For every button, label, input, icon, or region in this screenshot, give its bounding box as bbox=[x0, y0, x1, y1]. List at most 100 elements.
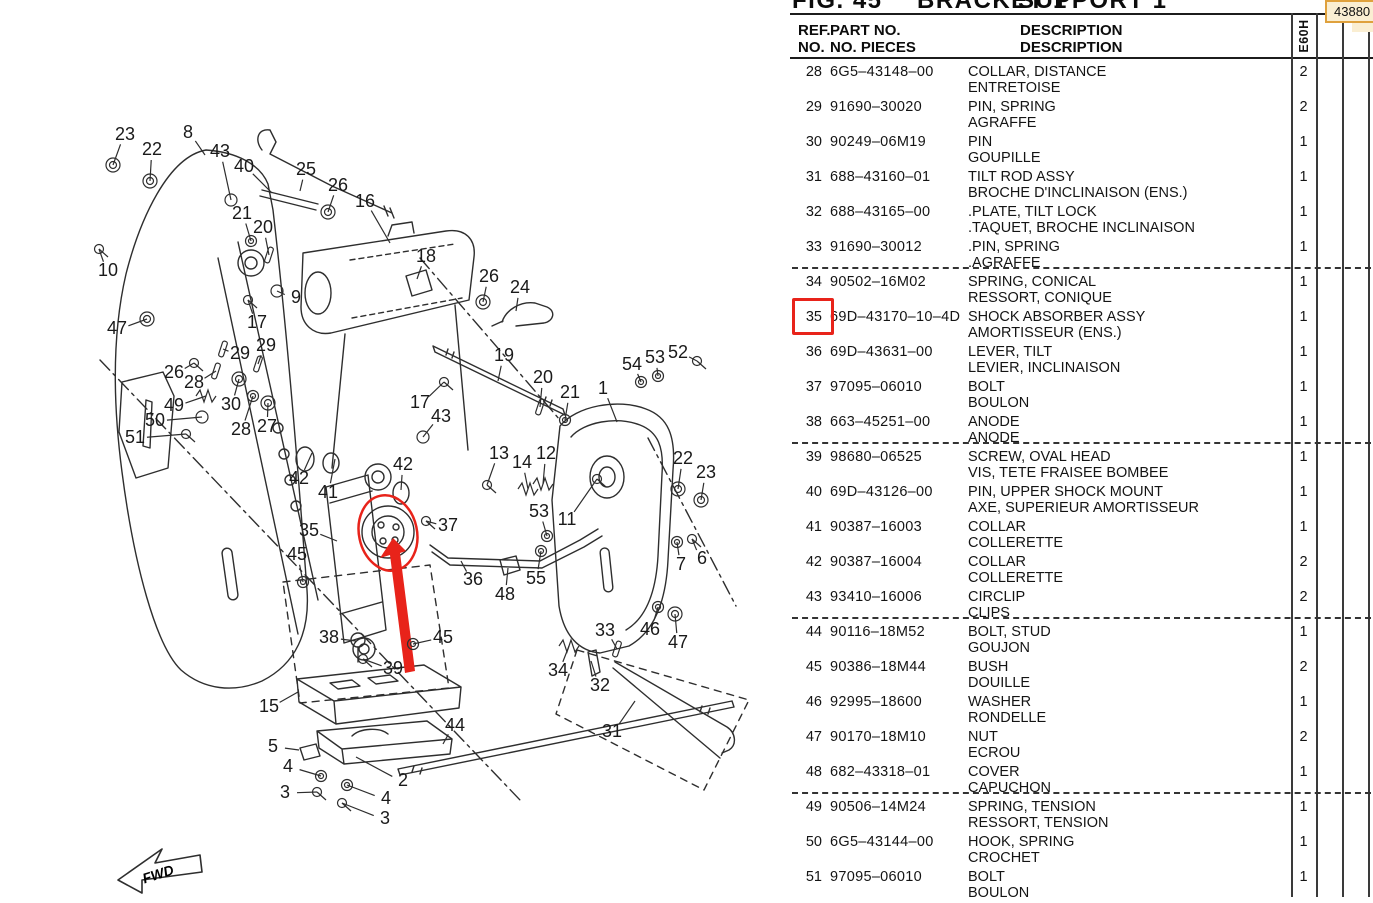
description-cell: .PIN, SPRING bbox=[968, 239, 1060, 255]
callout-37: 37 bbox=[438, 515, 458, 535]
callout-17: 17 bbox=[410, 392, 430, 412]
callout-10: 10 bbox=[98, 260, 118, 280]
qty-cell: 1 bbox=[1299, 624, 1308, 640]
callout-14: 14 bbox=[512, 452, 532, 472]
model-column-header: E60H bbox=[1291, 13, 1316, 58]
description-fr-cell: ECROU bbox=[968, 745, 1021, 761]
callout-2: 2 bbox=[398, 770, 408, 790]
qty-cell: 1 bbox=[1299, 204, 1308, 220]
ref-no-cell: 51 bbox=[805, 869, 822, 885]
ref-no-cell: 30 bbox=[805, 134, 822, 150]
page-code-note: 43880 bbox=[1325, 0, 1373, 23]
description-cell: PIN, SPRING bbox=[968, 99, 1056, 115]
description-fr-cell: LEVIER, INCLINAISON bbox=[968, 360, 1121, 376]
callout-29: 29 bbox=[230, 343, 250, 363]
header-desc-2: DESCRIPTION bbox=[1020, 39, 1123, 56]
part-no-cell: 69D–43126–00 bbox=[830, 484, 933, 500]
description-cell: PIN, UPPER SHOCK MOUNT bbox=[968, 484, 1163, 500]
callout-4: 4 bbox=[283, 756, 293, 776]
qty-cell: 2 bbox=[1299, 589, 1308, 605]
qty-cell: 1 bbox=[1299, 799, 1308, 815]
part-no-cell: 90506–14M24 bbox=[830, 799, 927, 815]
empty-column-line-2 bbox=[1342, 13, 1344, 897]
description-cell: ANODE bbox=[968, 414, 1020, 430]
highlight-arrow-part-35 bbox=[380, 538, 415, 673]
qty-cell: 2 bbox=[1299, 659, 1308, 675]
ref-no-cell: 48 bbox=[805, 764, 822, 780]
part-no-cell: 91690–30012 bbox=[830, 239, 923, 255]
qty-cell: 1 bbox=[1299, 344, 1308, 360]
dashed-group-separator bbox=[792, 617, 1371, 619]
callout-29: 29 bbox=[256, 335, 276, 355]
empty-column-line-3 bbox=[1368, 13, 1370, 897]
callout-15: 15 bbox=[259, 696, 279, 716]
dashed-group-separator bbox=[792, 267, 1371, 269]
callout-53: 53 bbox=[529, 501, 549, 521]
description-cell: TILT ROD ASSY bbox=[968, 169, 1075, 185]
qty-cell: 1 bbox=[1299, 484, 1308, 500]
callout-18: 18 bbox=[416, 246, 436, 266]
callout-1: 1 bbox=[598, 378, 608, 398]
description-cell: BOLT, STUD bbox=[968, 624, 1051, 640]
qty-cell: 1 bbox=[1299, 239, 1308, 255]
callout-4: 4 bbox=[381, 788, 391, 808]
description-fr-cell: .TAQUET, BROCHE INCLINAISON bbox=[968, 220, 1195, 236]
callout-26: 26 bbox=[164, 362, 184, 382]
callout-38: 38 bbox=[319, 627, 339, 647]
qty-cell: 1 bbox=[1299, 869, 1308, 885]
callout-47: 47 bbox=[107, 318, 127, 338]
page-code: 43880 bbox=[1334, 4, 1371, 19]
ref-no-cell: 50 bbox=[805, 834, 822, 850]
ref-no-cell: 33 bbox=[805, 239, 822, 255]
highlight-box-ref-35 bbox=[792, 298, 834, 335]
part-no-cell: 69D–43170–10–4D bbox=[830, 309, 961, 325]
shock-absorber-outline bbox=[325, 474, 387, 644]
ref-no-cell: 49 bbox=[805, 799, 822, 815]
description-fr-cell: CAPUCHON bbox=[968, 780, 1051, 796]
description-fr-cell: GOUPILLE bbox=[968, 150, 1041, 166]
callout-43: 43 bbox=[431, 406, 451, 426]
callout-23: 23 bbox=[696, 462, 716, 482]
ref-no-cell: 35 bbox=[805, 309, 822, 325]
qty-cell: 1 bbox=[1299, 134, 1308, 150]
dashed-group-separator bbox=[792, 792, 1371, 794]
header-part-2: NO. PIECES bbox=[830, 39, 916, 56]
qty-cell: 1 bbox=[1299, 764, 1308, 780]
part-no-cell: 688–43160–01 bbox=[830, 169, 931, 185]
description-fr-cell: AGRAFFE bbox=[968, 115, 1037, 131]
header-ref-2: NO. bbox=[798, 39, 825, 56]
figure-name: BRACKET 1 bbox=[917, 0, 1068, 14]
ref-no-cell: 32 bbox=[805, 204, 822, 220]
description-cell: PIN bbox=[968, 134, 993, 150]
callout-22: 22 bbox=[142, 139, 162, 159]
callout-49: 49 bbox=[164, 395, 184, 415]
empty-column-line-1 bbox=[1316, 13, 1318, 897]
part-no-cell: 90387–16003 bbox=[830, 519, 923, 535]
callout-34: 34 bbox=[548, 660, 568, 680]
description-cell: HOOK, SPRING bbox=[968, 834, 1075, 850]
part-no-cell: 97095–06010 bbox=[830, 869, 923, 885]
qty-cell: 1 bbox=[1299, 449, 1308, 465]
callout-27: 27 bbox=[257, 416, 277, 436]
ref-no-cell: 40 bbox=[805, 484, 822, 500]
callout-26: 26 bbox=[328, 175, 348, 195]
callout-20: 20 bbox=[253, 217, 273, 237]
callout-55: 55 bbox=[526, 568, 546, 588]
callout-19: 19 bbox=[494, 345, 514, 365]
description-fr-cell: BOULON bbox=[968, 885, 1030, 901]
ref-no-cell: 29 bbox=[805, 99, 822, 115]
description-fr-cell: COLLERETTE bbox=[968, 535, 1064, 551]
callout-48: 48 bbox=[495, 584, 515, 604]
ref-no-cell: 28 bbox=[805, 64, 822, 80]
qty-cell: 1 bbox=[1299, 694, 1308, 710]
callout-41: 41 bbox=[318, 482, 338, 502]
